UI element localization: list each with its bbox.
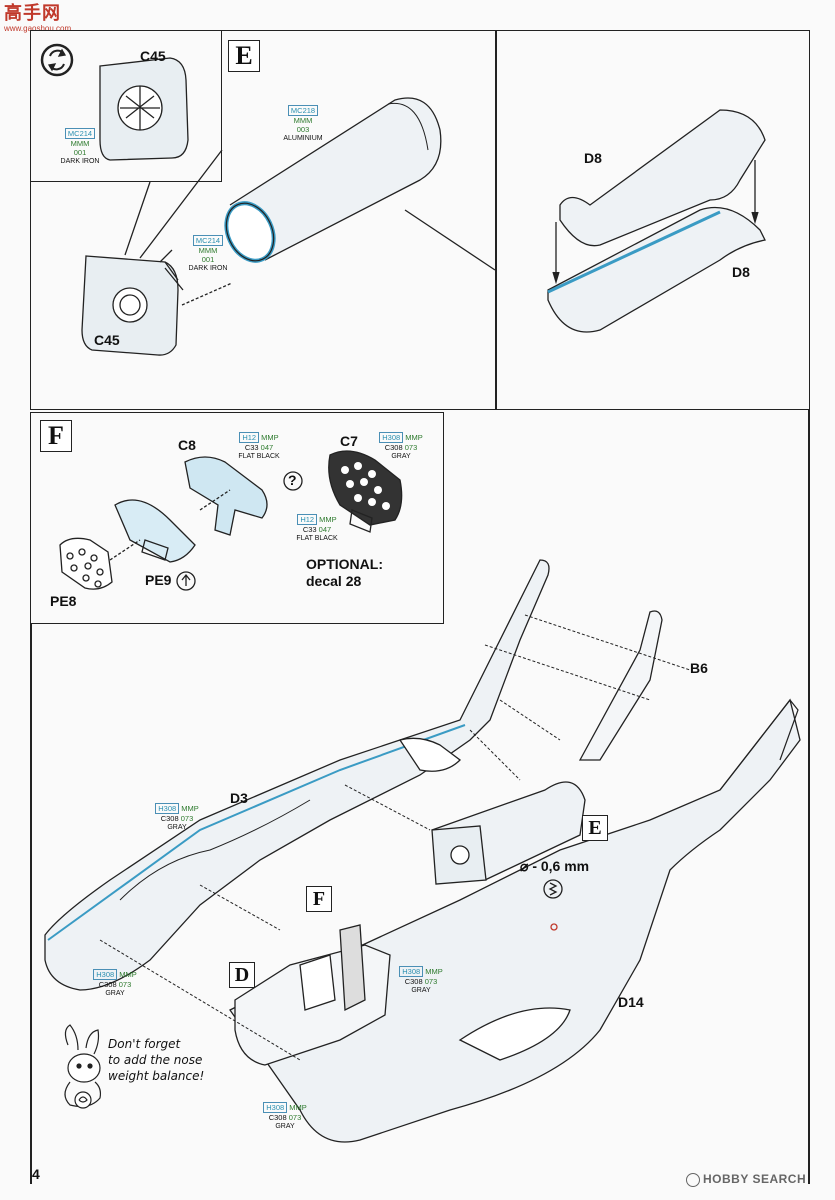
d14-label: D14 <box>618 994 644 1010</box>
c8-part <box>184 456 268 536</box>
site-logo: 高手网 www.gaoshou.com <box>4 4 74 38</box>
sub-step-e: E <box>582 815 608 841</box>
question-circle <box>283 471 303 491</box>
paint-flat-black-1: H12 MMP C33 047 FLAT BLACK <box>238 432 280 460</box>
drill-label: ⌀ - 0,6 mm <box>520 858 590 874</box>
step-e-divider <box>495 30 497 410</box>
question-mark: ? <box>288 472 297 488</box>
exhaust-tube <box>229 97 442 261</box>
d8-top-label: D8 <box>584 150 602 166</box>
c7-label: C7 <box>340 433 358 449</box>
optional-detail: decal 28 <box>306 573 362 589</box>
site-logo-text: 高手网 <box>4 3 61 24</box>
c45-top-label: C45 <box>140 48 166 64</box>
d8-top-half <box>559 109 766 247</box>
paint-flat-black-2: H12 MMP C33 047 FLAT BLACK <box>296 514 338 542</box>
page-left-border <box>30 624 32 1184</box>
d8-bottom-label: D8 <box>732 264 750 280</box>
sub-step-d: D <box>229 962 255 988</box>
c45-bottom-label: C45 <box>94 332 120 348</box>
b6-part <box>578 610 663 761</box>
d14-fuselage-half <box>229 698 801 1143</box>
nose-weight-note: Don't forget to add the nose weight bala… <box>108 1037 205 1083</box>
step-e-letter: E <box>228 40 260 72</box>
paint-gray-d3: H308 MMP C308 073 GRAY <box>154 803 200 832</box>
step-f-frame <box>30 412 444 624</box>
c8-label: C8 <box>178 437 196 453</box>
optional-title: OPTIONAL: <box>306 556 383 572</box>
rotate-icon <box>40 43 74 77</box>
d8-bottom-half <box>547 206 766 333</box>
paint-gray-nose: H308 MMP C308 073 GRAY <box>92 969 138 998</box>
paint-dark-iron-2: MC214 MMM 001 DARK IRON <box>188 235 228 272</box>
drill-icon <box>543 879 563 899</box>
page-right-border <box>808 410 810 1184</box>
step-f-letter: F <box>40 420 72 452</box>
pe9-label: PE9 <box>145 572 172 588</box>
paint-gray-bottom: H308 MMP C308 073 GRAY <box>262 1102 308 1131</box>
step-e-frame <box>30 30 810 410</box>
b6-label: B6 <box>690 660 708 676</box>
sub-step-f: F <box>306 886 332 912</box>
paint-gray-d14: H308 MMP C308 073 GRAY <box>398 966 444 995</box>
pe8-label: PE8 <box>50 593 77 609</box>
pe9-part <box>114 499 196 563</box>
d3-label: D3 <box>230 790 248 806</box>
paint-dark-iron-1: MC214 MMM 001 DARK IRON <box>60 128 100 165</box>
hobby-search-watermark: HOBBY SEARCH <box>686 1172 806 1187</box>
pe9-fold-icon <box>176 571 196 591</box>
hobby-search-logo-icon <box>686 1172 700 1187</box>
site-url: www.gaoshou.com <box>4 24 72 33</box>
paint-gray-1: H308 MMP C308 073 GRAY <box>378 432 424 461</box>
page-number: 4 <box>32 1166 40 1182</box>
paint-aluminium: MC218 MMM 003 ALUMINIUM <box>283 105 323 142</box>
d3-fuselage-half <box>44 559 550 991</box>
